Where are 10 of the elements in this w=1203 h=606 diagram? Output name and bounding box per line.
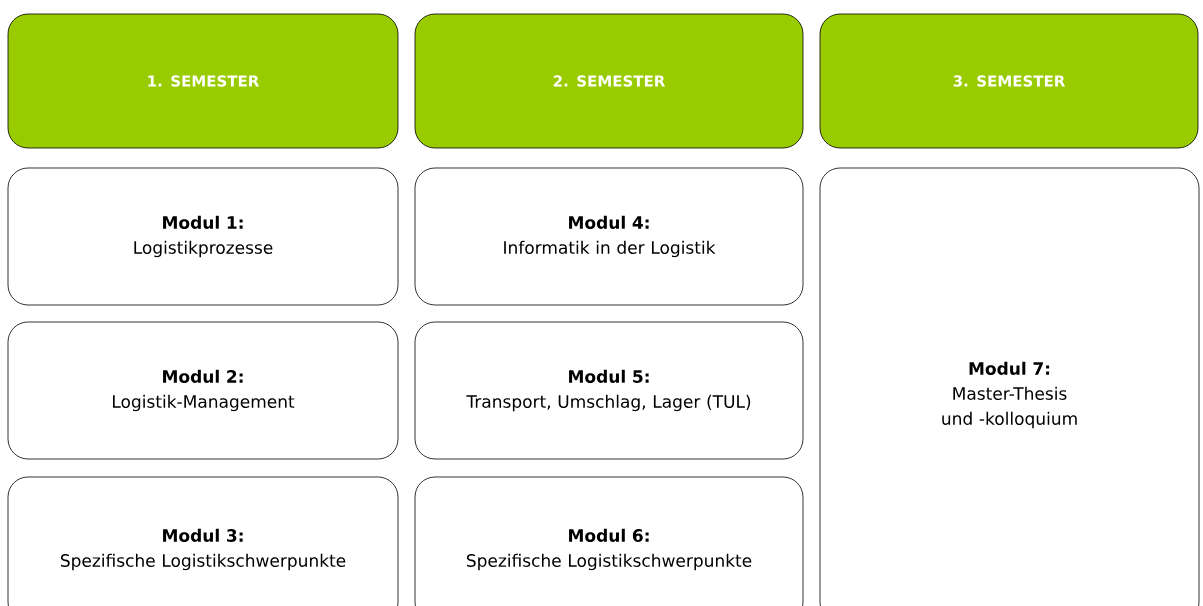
semester-header: 2. SEMESTER [414, 13, 804, 149]
semester-header: 1. SEMESTER [7, 13, 399, 149]
semester-header: 3. SEMESTER [819, 13, 1199, 149]
module-box: Modul 2: Logistik-Management [7, 321, 399, 460]
module-box: Modul 3: Spezifische Logistikschwerpunkte [7, 476, 399, 606]
module-box: Modul 1: Logistikprozesse [7, 167, 399, 306]
module-box: Modul 4: Informatik in der Logistik [414, 167, 804, 306]
module-box: Modul 6: Spezifische Logistikschwerpunkte [414, 476, 804, 606]
module-box: Modul 5: Transport, Umschlag, Lager (TUL) [414, 321, 804, 460]
module-box: Modul 7: Master-Thesis und -kolloquium [819, 167, 1200, 606]
